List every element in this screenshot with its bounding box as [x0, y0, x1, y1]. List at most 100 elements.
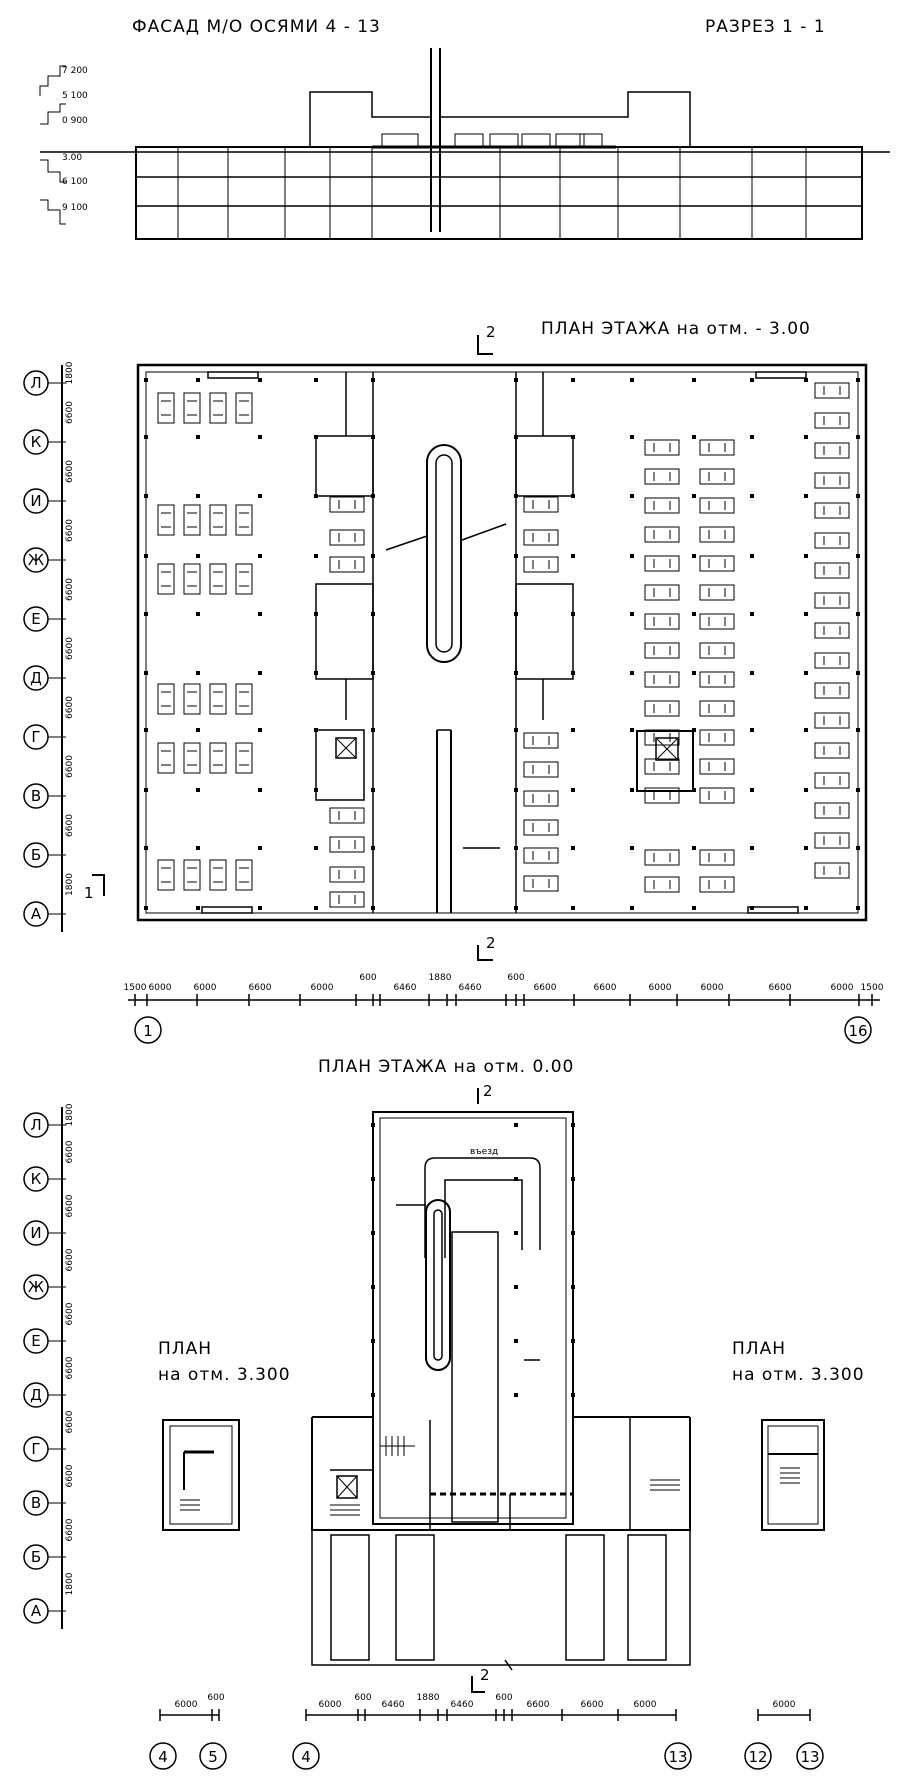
column-dot-99: [314, 846, 318, 850]
zero-left-dim-label-1: 600: [207, 1693, 224, 1703]
row-axis-label-0: Л: [30, 374, 41, 392]
zero-main-dim-label-1: 600: [354, 1693, 371, 1703]
column-dot-3: [314, 378, 318, 382]
car-80: [814, 682, 850, 699]
zero-right-dim-label-0: 6000: [773, 1700, 796, 1710]
row-dim-6: 6600: [65, 696, 75, 719]
column-dot-34: [804, 494, 808, 498]
car-38: [523, 847, 559, 864]
car-32: [523, 529, 559, 546]
row-dim-2: 6600: [65, 460, 75, 483]
zero-main-axis-label-0: 4: [301, 1748, 311, 1766]
car-66: [644, 849, 680, 866]
column-dot-80: [692, 728, 696, 732]
column-dot-7: [630, 378, 634, 382]
column-dot-53: [514, 612, 518, 616]
column-dot-106: [804, 846, 808, 850]
row-dim-4: 6600: [65, 1302, 75, 1325]
row-dim-5: 6600: [65, 637, 75, 660]
column-dot-28: [371, 494, 375, 498]
column-dot-8: [692, 378, 696, 382]
car-61: [699, 729, 735, 746]
dim-label-top-15: 6000: [831, 983, 854, 993]
car-59: [699, 700, 735, 717]
car-46: [644, 526, 680, 543]
plan-zero-title: ПЛАН ЭТАЖА на отм. 0.00: [318, 1057, 574, 1077]
zero-column-dot-4: [514, 1177, 518, 1181]
column-dot-75: [314, 728, 318, 732]
column-dot-59: [856, 612, 860, 616]
plan-minus-title: ПЛАН ЭТАЖА на отм. - 3.00: [541, 319, 811, 339]
column-dot-24: [144, 494, 148, 498]
zero-column-dot-1: [514, 1123, 518, 1127]
column-dot-74: [258, 728, 262, 732]
car-8: [157, 563, 175, 595]
row-axis-label-1: К: [31, 1170, 42, 1188]
ramp-label: въезд: [470, 1147, 498, 1157]
column-dot-105: [750, 846, 754, 850]
row-dim-0: 1800: [65, 1103, 75, 1126]
car-7: [235, 504, 253, 536]
column-dot-96: [144, 846, 148, 850]
row-dim-8: 6600: [65, 814, 75, 837]
car-2: [209, 392, 227, 424]
column-dot-97: [196, 846, 200, 850]
zero-column-dot-13: [514, 1339, 518, 1343]
column-dot-113: [514, 906, 518, 910]
column-dot-100: [371, 846, 375, 850]
column-dot-77: [514, 728, 518, 732]
car-24: [329, 496, 365, 513]
dim-label-top-3: 6600: [249, 983, 272, 993]
column-dot-54: [571, 612, 575, 616]
section-title: РАЗРЕЗ 1 - 1: [705, 17, 826, 37]
zero-main-dim-label-8: 6000: [634, 1700, 657, 1710]
zero-main-dim-label-2: 6460: [382, 1700, 405, 1710]
section-mark-zero-top: 2: [477, 1082, 493, 1104]
column-dot-41: [514, 554, 518, 558]
column-dot-51: [314, 612, 318, 616]
zero-column-dot-6: [371, 1231, 375, 1235]
column-dot-43: [630, 554, 634, 558]
column-dot-87: [314, 788, 318, 792]
plan-zero-drawing: въезд: [311, 1111, 691, 1671]
elev-7200: 7 200: [62, 66, 88, 76]
car-40: [644, 439, 680, 456]
car-11: [235, 563, 253, 595]
column-dot-22: [804, 435, 808, 439]
elev-5100: 5 100: [62, 91, 88, 101]
column-dot-95: [856, 788, 860, 792]
column-dot-39: [314, 554, 318, 558]
car-71: [814, 412, 850, 429]
zero-column-dot-5: [571, 1177, 575, 1181]
column-dot-68: [692, 671, 696, 675]
column-dot-4: [371, 378, 375, 382]
zero-column-dot-2: [571, 1123, 575, 1127]
row-axis-label-8: Б: [31, 846, 41, 864]
column-dot-101: [514, 846, 518, 850]
car-0: [157, 392, 175, 424]
column-dot-40: [371, 554, 375, 558]
row-axis-label-9: А: [31, 905, 42, 923]
zero-main-axis-label-1: 13: [668, 1748, 687, 1766]
column-dot-66: [571, 671, 575, 675]
dim-label-top-12: 6000: [649, 983, 672, 993]
car-45: [699, 497, 735, 514]
row-dim-7: 6600: [65, 1464, 75, 1487]
car-19: [235, 742, 253, 774]
plan-left-title-2: на отм. 3.300: [158, 1365, 291, 1385]
column-dot-119: [856, 906, 860, 910]
row-axis-label-2: И: [30, 492, 41, 510]
column-dot-82: [804, 728, 808, 732]
car-47: [699, 526, 735, 543]
row-dim-9: 1800: [65, 1572, 75, 1595]
column-dot-20: [692, 435, 696, 439]
column-dot-36: [144, 554, 148, 558]
row-axis-label-6: Г: [31, 1440, 40, 1458]
column-dot-84: [144, 788, 148, 792]
car-69: [699, 876, 735, 893]
zero-column-dot-10: [514, 1285, 518, 1289]
column-dot-48: [144, 612, 148, 616]
plan-left-title-1: ПЛАН: [158, 1339, 212, 1359]
